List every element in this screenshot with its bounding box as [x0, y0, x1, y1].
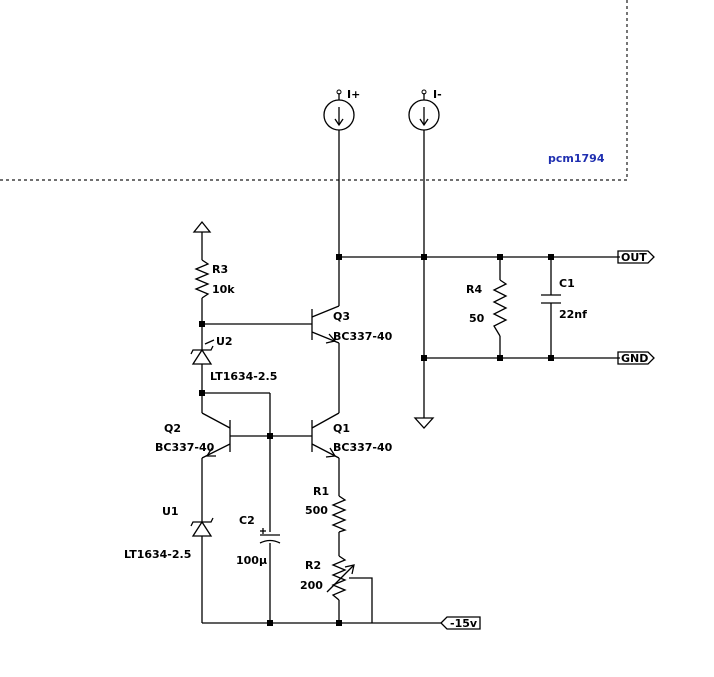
capacitor-c2[interactable]: C2 100µ [236, 514, 281, 567]
pcm1794-region: pcm1794 [0, 0, 628, 181]
capacitor-c1[interactable]: C1 22nf [541, 277, 587, 321]
wires [201, 130, 620, 624]
c2-value: 100µ [236, 554, 267, 567]
transistor-q3[interactable]: Q3 BC337-40 [311, 305, 393, 344]
u1-value: LT1634-2.5 [124, 548, 191, 561]
ground-icon [413, 417, 435, 429]
trimmer-r2[interactable]: R2 200 [300, 555, 355, 601]
r2-value: 200 [300, 579, 323, 592]
q2-ref: Q2 [164, 422, 181, 435]
i-minus-label: I- [433, 88, 442, 101]
resistor-r1[interactable]: R1 500 [305, 485, 347, 533]
q1-ref: Q1 [333, 422, 350, 435]
region-label: pcm1794 [548, 152, 605, 165]
port-gnd[interactable]: GND [617, 351, 655, 365]
r4-value: 50 [469, 312, 485, 325]
port-out-label: OUT [621, 251, 647, 264]
zener-u2[interactable]: U2 LT1634-2.5 [190, 335, 277, 383]
i-plus-label: I+ [347, 88, 360, 101]
port-gnd-label: GND [621, 352, 648, 365]
u1-ref: U1 [162, 505, 179, 518]
r3-ref: R3 [212, 263, 228, 276]
c1-value: 22nf [559, 308, 587, 321]
r2-ref: R2 [305, 559, 321, 572]
r4-ref: R4 [466, 283, 482, 296]
port-out[interactable]: OUT [617, 250, 655, 264]
q1-value: BC337-40 [333, 441, 393, 454]
q3-ref: Q3 [333, 310, 350, 323]
u2-value: LT1634-2.5 [210, 370, 277, 383]
q3-value: BC337-40 [333, 330, 393, 343]
zener-u1[interactable]: U1 LT1634-2.5 [124, 505, 214, 561]
current-source-i-minus[interactable]: I- [408, 88, 442, 131]
resistor-r4[interactable]: R4 50 [466, 279, 508, 337]
r1-value: 500 [305, 504, 328, 517]
junction-dots [199, 254, 554, 626]
q2-value: BC337-40 [155, 441, 215, 454]
transistor-q1[interactable]: Q1 BC337-40 [311, 412, 393, 459]
current-source-i-plus[interactable]: I+ [323, 88, 360, 131]
resistor-r3[interactable]: R3 10k [194, 259, 235, 299]
u2-ref: U2 [216, 335, 233, 348]
c1-ref: C1 [559, 277, 575, 290]
port-neg-label: -15v [450, 617, 478, 630]
c2-ref: C2 [239, 514, 255, 527]
port-neg-15v[interactable]: -15v [440, 616, 481, 630]
r1-ref: R1 [313, 485, 329, 498]
supply-arrow-icon [192, 220, 212, 233]
transistor-q2[interactable]: Q2 BC337-40 [155, 412, 231, 459]
r3-value: 10k [212, 283, 235, 296]
